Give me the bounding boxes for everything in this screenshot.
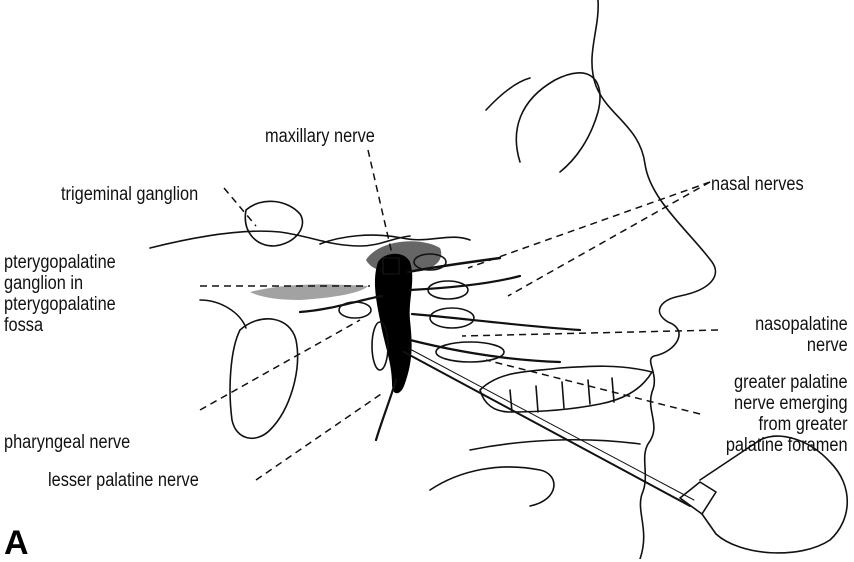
label-line: from greater	[726, 414, 848, 435]
turbinate-2	[428, 281, 468, 299]
leader-pharyngeal	[200, 320, 360, 410]
mastoid-outline	[200, 300, 246, 328]
label-greater-palatine-nerve: greater palatine nerve emerging from gre…	[726, 372, 848, 456]
lower-jaw	[470, 440, 640, 450]
tooth-dividers	[510, 378, 614, 412]
label-line: palatine foramen	[726, 435, 848, 456]
mandible-ramus	[230, 319, 297, 438]
label-maxillary-nerve: maxillary nerve	[265, 126, 375, 147]
bone-piece-1	[339, 302, 371, 318]
label-line: fossa	[4, 315, 116, 336]
trigeminal-ganglion-shape	[245, 201, 302, 246]
leader-maxillary	[368, 150, 392, 254]
label-line: nasopalatine	[755, 314, 848, 335]
lower-skull-curve	[430, 467, 554, 506]
nasopalatine-branch	[412, 314, 580, 330]
label-line: nerve emerging	[726, 393, 848, 414]
upper-teeth	[480, 366, 652, 412]
panel-letter: A	[4, 526, 29, 560]
label-trigeminal-ganglion: trigeminal ganglion	[61, 184, 198, 205]
label-line: nerve	[755, 335, 848, 356]
leader-lesser-palatine	[256, 392, 384, 480]
syringe-hub	[680, 482, 716, 514]
orbit-outline	[516, 73, 600, 172]
bone-piece-2	[372, 322, 388, 370]
label-line: greater palatine	[726, 372, 848, 393]
label-nasopalatine-nerve: nasopalatine nerve	[755, 314, 848, 356]
leader-nasal-2	[508, 182, 710, 296]
nasal-branch-2	[410, 276, 520, 290]
lesser-palatine-branch	[376, 380, 396, 440]
leader-nasal-1	[468, 182, 710, 268]
label-line: ganglion in	[4, 273, 116, 294]
brow-line	[486, 78, 530, 110]
face-profile-outline	[592, 0, 716, 559]
label-nasal-nerves: nasal nerves	[711, 174, 804, 195]
label-line: pterygopalatine	[4, 294, 116, 315]
label-pterygopalatine-ganglion: pterygopalatine ganglion in pterygopalat…	[4, 252, 116, 336]
label-line: pterygopalatine	[4, 252, 116, 273]
label-pharyngeal-nerve: pharyngeal nerve	[4, 432, 130, 453]
label-lesser-palatine-nerve: lesser palatine nerve	[48, 470, 199, 491]
